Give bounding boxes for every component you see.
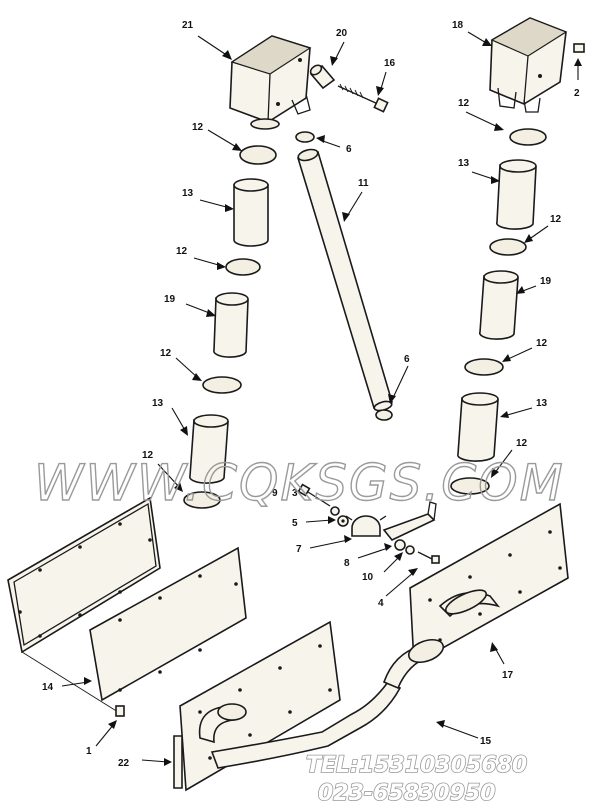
callout-13: 13 [152,398,164,409]
callout-19: 19 [164,294,176,305]
callout-19: 19 [540,276,552,287]
part-11-long-tube [297,148,393,412]
part-1-cover-plate [89,546,247,702]
part-12-clamp-d [183,491,221,509]
callout-13: 13 [182,188,194,199]
watermark-website: WWW.CQKSGS.COM [34,454,565,512]
callout-1: 1 [86,746,92,757]
part-3-bolt [297,483,331,507]
part-10-nut [405,545,415,555]
part-1-screw [115,705,125,717]
part-14-gasket [7,496,161,654]
watermark-phone: 023-65830950 [318,781,496,806]
callout-6: 6 [346,144,352,155]
part-12-clamp-g [464,358,504,376]
part-4-bolt [417,551,440,564]
part-12-clamp-c [202,376,242,394]
callout-12: 12 [142,450,154,461]
part-2-plug [573,43,585,53]
callout-21: 21 [182,20,194,31]
callout-8: 8 [344,558,350,569]
callout-2: 2 [574,88,580,99]
callout-12: 12 [176,246,188,257]
part-19-hose-a [212,292,249,358]
callout-22: 22 [118,758,130,769]
callout-12: 12 [516,438,528,449]
part-17-cover [409,502,569,666]
part-8-bracket [382,501,437,541]
callout-5: 5 [292,518,298,529]
callout-20: 20 [336,28,348,39]
callout-12: 12 [458,98,470,109]
part-13-hose-c [495,159,537,230]
callout-15: 15 [480,736,492,747]
callout-labels: 21 20 16 18 2 12 6 12 13 11 13 12 12 19 … [42,20,580,769]
part-16-bolt [337,83,389,113]
watermark-tel: TEL:15310305680 [306,753,527,778]
callout-4: 4 [378,598,384,609]
callout-6: 6 [404,354,410,365]
callout-16: 16 [384,58,396,69]
callout-3: 3 [292,488,298,499]
part-21-thermostat-housing [229,35,312,130]
part-13-hose-a [233,178,269,247]
callout-13: 13 [458,158,470,169]
part-13-hose-b [188,414,229,484]
part-12-clamp-e [509,128,547,146]
callout-9: 9 [272,488,278,499]
part-7-clamp [345,515,387,537]
part-12-clamp-h [450,477,490,495]
callout-17: 17 [502,670,514,681]
callout-13: 13 [536,398,548,409]
part-22-cover-with-pipes [173,620,445,792]
callout-12: 12 [192,122,204,133]
callout-12: 12 [536,338,548,349]
part-12-clamp-f [489,238,527,256]
part-10-washer [394,539,406,551]
leader-lines [61,31,582,766]
callout-11: 11 [358,178,369,189]
part-12-clamp-a [239,145,277,165]
part-18-thermostat-housing [489,17,568,113]
callout-14: 14 [42,682,54,693]
part-9-washer [330,506,340,516]
part-6-clamp-lower [375,409,393,421]
callout-7: 7 [296,544,302,555]
part-13-hose-d [456,392,499,462]
callout-12: 12 [550,214,562,225]
callout-12: 12 [160,348,172,359]
part-6-clamp-upper [295,131,315,143]
part-20-sleeve [309,64,336,90]
callout-18: 18 [452,20,464,31]
part-19-hose-b [478,270,519,340]
callout-10: 10 [362,572,374,583]
part-12-clamp-b [225,258,261,276]
